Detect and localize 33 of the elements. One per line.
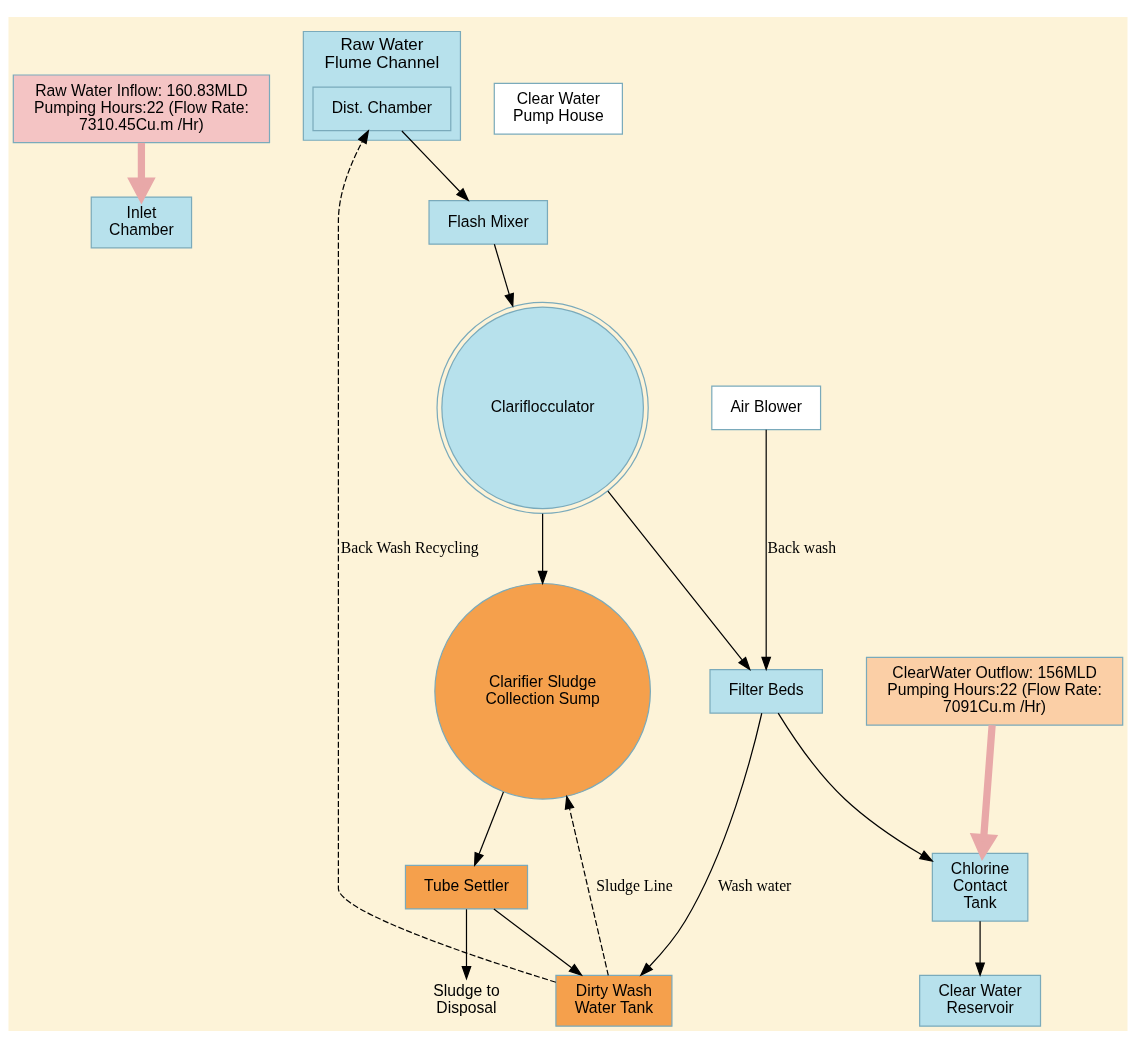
node-text: Sludge to Disposal <box>433 982 500 1017</box>
arrow <box>564 794 609 976</box>
arrow <box>473 791 505 867</box>
node-box: Air Blower <box>711 385 822 431</box>
edge-label: Sludge Line <box>596 877 673 895</box>
node-circle: Clariflocculator <box>436 301 649 515</box>
arrow <box>639 712 763 977</box>
edge-label: Back wash <box>767 538 837 556</box>
arrow <box>537 513 548 586</box>
node-box: Dist. Chamber <box>312 86 452 132</box>
node-box: Dirty Wash Water Tank <box>555 974 673 1027</box>
arrow <box>607 490 751 671</box>
node-box: ClearWater Outflow: 156MLD Pumping Hours:22 (Flow Rate: 7091Cu.m /Hr) <box>865 656 1124 726</box>
arrow <box>761 429 772 672</box>
edge-label: Back Wash Recycling <box>340 538 479 556</box>
node-box: Flash Mixer <box>428 200 549 245</box>
node-box: Inlet Chamber <box>90 196 193 249</box>
node-box: Filter Beds <box>709 668 823 714</box>
arrow <box>493 243 514 308</box>
node-box: Raw Water Inflow: 160.83MLD Pumping Hours:22 (Flow Rate: 7310.45Cu.m /Hr) <box>12 74 271 144</box>
arrow <box>127 142 156 205</box>
node-box: Clear Water Pump House <box>493 82 623 135</box>
node-circle: Clarifier Sludge Collection Sump <box>434 582 651 800</box>
node-box: Chlorine Contact Tank <box>931 852 1029 922</box>
arrow <box>337 129 557 983</box>
arrow <box>975 920 986 977</box>
arrow <box>969 725 999 862</box>
arrow <box>461 908 472 981</box>
node-box: Tube Settler <box>404 864 529 910</box>
edge-label: Wash water <box>718 877 792 895</box>
node-box: Clear Water Reservoir <box>919 974 1042 1027</box>
arrow <box>493 908 583 977</box>
arrow <box>777 712 934 862</box>
